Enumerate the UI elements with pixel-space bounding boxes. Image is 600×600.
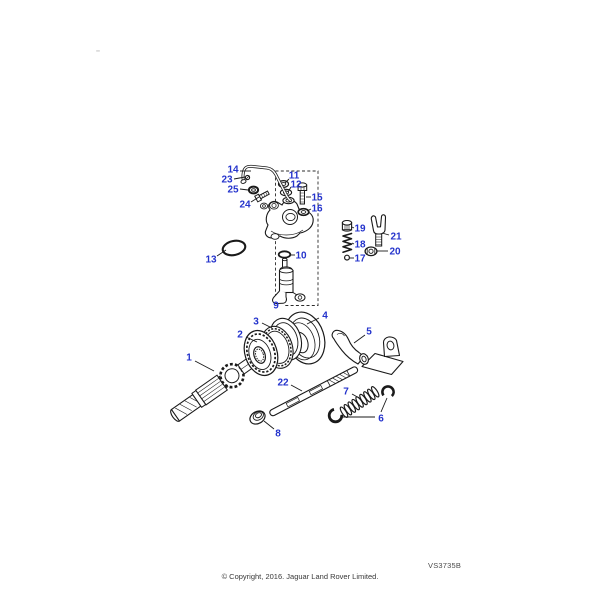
- callout-9: 9: [273, 301, 279, 312]
- leader-line-23: [233, 176, 246, 180]
- leader-line-1: [194, 360, 215, 372]
- callout-8: 8: [275, 429, 281, 440]
- callout-7: 7: [343, 387, 349, 398]
- detent-plug: [341, 219, 353, 232]
- o-ring-small: [277, 250, 292, 259]
- callout-20: 20: [389, 247, 401, 258]
- grommet: [247, 185, 260, 195]
- callout-13: 13: [205, 255, 217, 266]
- leader-line-21: [381, 232, 390, 236]
- pilot-bush: [249, 410, 266, 425]
- callout-2: 2: [237, 330, 243, 341]
- leader-line-13: [216, 249, 227, 257]
- leader-line-7: [351, 393, 362, 400]
- drawing-code: VS3735B: [428, 561, 462, 570]
- callout-1: 1: [186, 353, 192, 364]
- callout-14: 14: [227, 165, 239, 176]
- callout-4: 4: [322, 311, 328, 322]
- leader-line-4: [306, 317, 320, 325]
- nut: [364, 246, 378, 257]
- callout-3: 3: [253, 317, 259, 328]
- c-clip-right: [381, 385, 395, 399]
- callout-21: 21: [390, 232, 402, 243]
- detent-spring: [342, 232, 353, 253]
- c-clip-left: [327, 407, 344, 424]
- selector-rail: [269, 366, 359, 417]
- label-gap-patch: [269, 299, 283, 310]
- leader-line-18: [351, 242, 355, 245]
- selector-fork: [331, 329, 404, 376]
- leader-line-2: [245, 336, 258, 343]
- callout-11: 11: [289, 171, 300, 182]
- callout-10: 10: [295, 251, 307, 262]
- gear-hub: [243, 329, 279, 377]
- leader-line-12: [287, 186, 292, 193]
- callout-23: 23: [221, 175, 233, 186]
- leader-line-6: [380, 397, 388, 413]
- leader-line-3: [261, 322, 273, 329]
- leader-line-22: [290, 384, 303, 392]
- callout-16: 16: [311, 204, 323, 215]
- callouts-layer: 1234567891011121314151617181920212223242…: [186, 165, 402, 440]
- selector-housing: [259, 200, 314, 240]
- leader-line-25: [239, 188, 249, 191]
- callout-17: 17: [354, 254, 366, 265]
- callout-19: 19: [354, 224, 366, 235]
- callout-12: 12: [290, 180, 302, 191]
- o-ring-large: [221, 239, 247, 257]
- leader-line-16: [306, 208, 312, 212]
- detent-plunger: [272, 257, 306, 305]
- copyright-text: © Copyright, 2016. Jaguar Land Rover Lim…: [221, 572, 379, 581]
- bolt: [297, 182, 308, 205]
- callout-5: 5: [366, 327, 372, 338]
- detent-ball: [344, 254, 351, 261]
- callout-6: 6: [378, 414, 384, 425]
- leader-line-5: [353, 334, 366, 344]
- stray-mark: [96, 50, 100, 52]
- leader-line-8: [263, 420, 275, 430]
- lock-washer: [297, 207, 310, 217]
- pipe-clip: [244, 174, 251, 181]
- leader-line-19: [351, 226, 355, 229]
- coil-spring: [339, 386, 380, 418]
- callout-24: 24: [239, 200, 251, 211]
- callout-18: 18: [354, 240, 366, 251]
- clevis-pin: [370, 214, 387, 247]
- callout-22: 22: [277, 378, 289, 389]
- callout-15: 15: [311, 193, 323, 204]
- leader-line-24: [250, 196, 260, 203]
- callout-25: 25: [227, 185, 239, 196]
- leader-line-11: [284, 178, 290, 184]
